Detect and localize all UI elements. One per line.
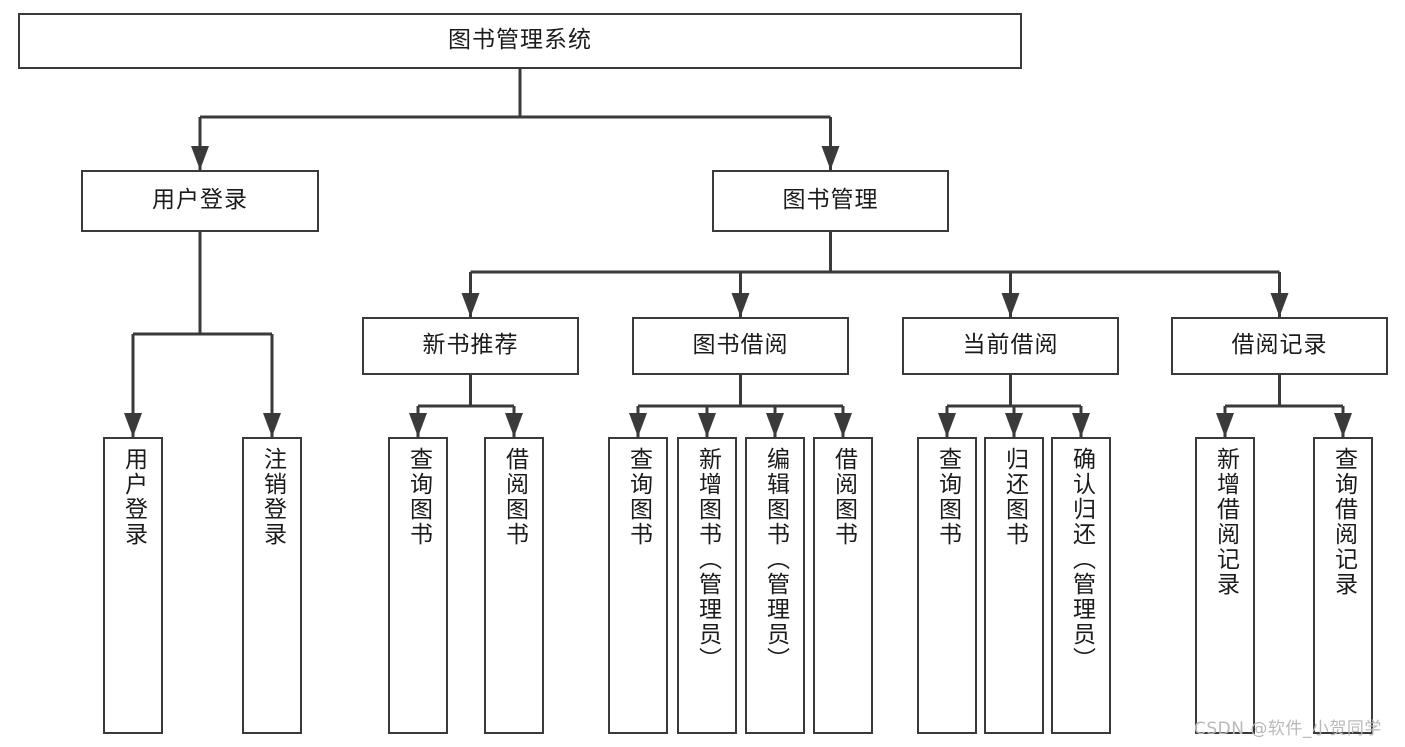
node-root[interactable]: 图书管理系统	[18, 13, 1022, 69]
node-label: 查询图书	[405, 447, 432, 547]
node-label: 新增图书（管理员）	[694, 447, 721, 672]
node-label: 查询借阅记录	[1330, 447, 1357, 597]
node-label: 图书管理	[782, 187, 879, 214]
node-book-borrow[interactable]: 图书借阅	[632, 317, 849, 375]
node-label: 当前借阅	[962, 332, 1059, 359]
node-book-manage[interactable]: 图书管理	[712, 170, 949, 232]
node-label: 借阅图书	[501, 447, 528, 547]
node-borrow-record[interactable]: 借阅记录	[1171, 317, 1388, 375]
node-leaf-cb-query[interactable]: 查询图书	[917, 437, 977, 734]
node-leaf-bb-edit[interactable]: 编辑图书（管理员）	[745, 437, 805, 734]
node-leaf-nbr-query[interactable]: 查询图书	[388, 437, 448, 734]
node-label: 查询图书	[934, 447, 961, 547]
node-new-book-rec[interactable]: 新书推荐	[362, 317, 579, 375]
node-label: 归还图书	[1001, 447, 1028, 547]
node-leaf-nbr-borrow[interactable]: 借阅图书	[484, 437, 544, 734]
node-label: 图书管理系统	[448, 27, 592, 54]
node-label: 用户登录	[152, 187, 248, 214]
node-leaf-bb-add[interactable]: 新增图书（管理员）	[677, 437, 737, 734]
node-label: 注销登录	[259, 447, 286, 547]
node-leaf-user-login[interactable]: 用户登录	[103, 437, 163, 734]
node-leaf-br-add[interactable]: 新增借阅记录	[1195, 437, 1255, 734]
node-leaf-bb-query[interactable]: 查询图书	[608, 437, 668, 734]
node-leaf-bb-borrow[interactable]: 借阅图书	[813, 437, 873, 734]
node-leaf-cb-return[interactable]: 归还图书	[984, 437, 1044, 734]
csdn-watermark: CSDN @软件_小贺同学	[1194, 719, 1382, 739]
node-label: 借阅图书	[830, 447, 857, 547]
node-leaf-br-query[interactable]: 查询借阅记录	[1313, 437, 1373, 734]
node-label: 用户登录	[120, 447, 147, 547]
node-label: 借阅记录	[1231, 332, 1328, 359]
node-user-login[interactable]: 用户登录	[81, 170, 319, 232]
node-label: 图书借阅	[692, 332, 789, 359]
node-leaf-logout[interactable]: 注销登录	[242, 437, 302, 734]
node-label: 查询图书	[625, 447, 652, 547]
node-label: 确认归还（管理员）	[1068, 447, 1095, 672]
node-label: 新书推荐	[422, 332, 519, 359]
node-label: 编辑图书（管理员）	[762, 447, 789, 672]
node-current-borrow[interactable]: 当前借阅	[902, 317, 1119, 375]
node-leaf-cb-confirm[interactable]: 确认归还（管理员）	[1051, 437, 1111, 734]
node-label: 新增借阅记录	[1212, 447, 1239, 597]
